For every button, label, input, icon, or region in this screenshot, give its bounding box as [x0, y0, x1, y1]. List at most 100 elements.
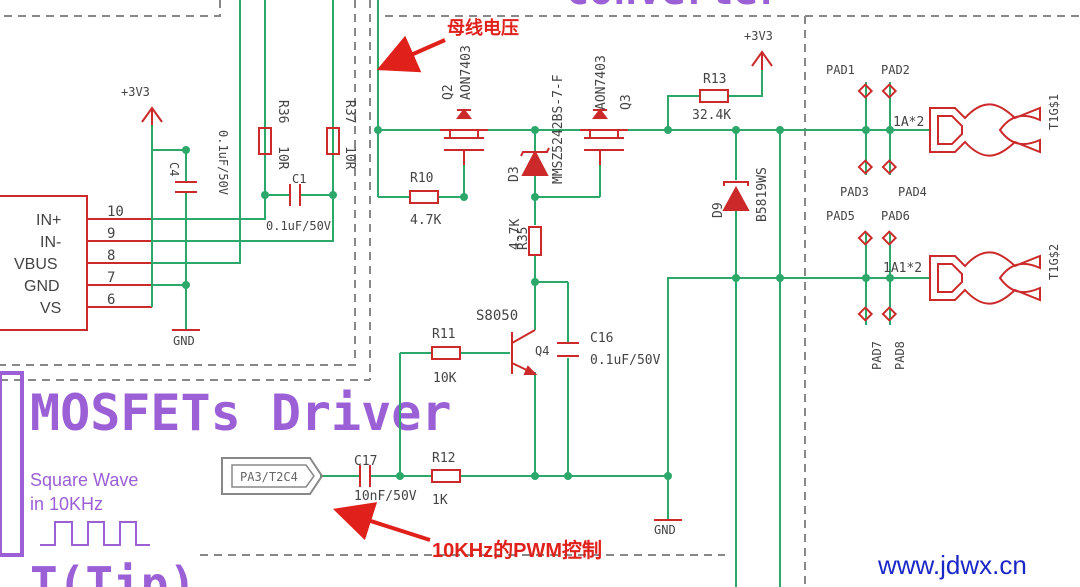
pin-num-10: 10 — [107, 204, 124, 220]
t2-net: 1A1*2 — [883, 261, 922, 276]
net-label-text: PA3/T2C4 — [240, 470, 298, 484]
c17-ref: C17 — [354, 454, 377, 469]
pad8-label: PAD8 — [893, 341, 907, 370]
pad6-label: PAD6 — [881, 209, 910, 223]
r35-ref: R35 — [516, 227, 531, 250]
q2-part: AON7403 — [459, 45, 474, 100]
resistor-r13 — [699, 89, 729, 103]
converter-title: Converter — [565, 0, 782, 14]
pin-name-in-minus: IN- — [40, 234, 61, 251]
r12-ref: R12 — [432, 451, 455, 466]
frame-left-box — [0, 0, 356, 366]
q4-part: S8050 — [476, 308, 518, 324]
terminal-clip-1 — [929, 103, 1041, 157]
driver-frame-bar — [0, 371, 24, 557]
pad1-label: PAD1 — [826, 63, 855, 77]
mosfet-q2 — [440, 108, 488, 165]
r11-value: 10K — [433, 371, 457, 386]
resistor-r37 — [326, 127, 340, 155]
r36-value: 10R — [275, 146, 290, 170]
pin-num-9: 9 — [107, 226, 115, 242]
pad2-label: PAD2 — [881, 63, 910, 77]
c16-ref: C16 — [590, 331, 613, 346]
resistor-r36 — [258, 127, 272, 155]
capacitor-c4 — [175, 181, 197, 193]
t1-net: 1A*2 — [893, 115, 924, 130]
power-3v3-left — [141, 106, 163, 125]
r10-value: 4.7K — [410, 213, 441, 228]
resistor-r35 — [528, 226, 542, 256]
resistor-r11 — [431, 346, 461, 360]
d9-ref: D9 — [711, 202, 726, 218]
schottky-d9 — [722, 181, 750, 211]
r10-ref: R10 — [410, 171, 433, 186]
capacitor-c1 — [289, 184, 301, 206]
pad4-label: PAD4 — [898, 185, 927, 199]
c1-value: 0.1uF/50V — [266, 219, 331, 233]
resistor-r10 — [409, 190, 439, 204]
d3-part: MMSZ5242BS-7-F — [551, 74, 566, 184]
c4-ref: C4 — [167, 162, 181, 176]
r37-ref: R37 — [342, 100, 357, 123]
pad5-label: PAD5 — [826, 209, 855, 223]
t1-ref: T1G$1 — [1047, 94, 1061, 130]
pin-name-vs: VS — [40, 300, 61, 317]
power-3v3-right — [751, 50, 773, 70]
connector: IN+ IN- VBUS GND VS 10 9 8 7 6 — [0, 195, 152, 331]
pad7-label: PAD7 — [870, 341, 884, 370]
capacitor-c16 — [557, 342, 579, 357]
mosfet-q3 — [580, 108, 628, 165]
frame-connector-box — [0, 0, 221, 17]
d3-ref: D3 — [507, 166, 522, 182]
c1-ref: C1 — [292, 172, 306, 186]
pad3-label: PAD3 — [840, 185, 869, 199]
pad-junctions — [862, 126, 894, 282]
square-wave-icon — [40, 521, 150, 546]
r36-ref: R36 — [275, 100, 290, 123]
pin-name-gnd: GND — [24, 278, 60, 295]
resistor-r12 — [431, 469, 461, 483]
zener-d3 — [520, 147, 550, 176]
bus-voltage-annotation: 母线电压 — [447, 17, 519, 38]
pin-num-7: 7 — [107, 270, 115, 286]
gnd-left-label: GND — [173, 334, 195, 348]
pin-num-6: 6 — [107, 292, 115, 308]
d9-part: B5819WS — [755, 167, 770, 222]
watermark: www.jdwx.cn — [877, 550, 1027, 580]
pwm-arrow — [332, 502, 431, 542]
tip-title: T(Tip) — [30, 557, 196, 587]
wires-left — [151, 0, 334, 330]
r13-ref: R13 — [703, 72, 726, 87]
pin-name-in-plus: IN+ — [36, 212, 61, 229]
q2-ref: Q2 — [441, 84, 456, 100]
pin-num-8: 8 — [107, 248, 115, 264]
capacitor-c17 — [359, 465, 371, 487]
terminal-clip-2 — [929, 251, 1041, 305]
c17-value: 10nF/50V — [354, 489, 417, 504]
driver-title: MOSFETs Driver — [30, 384, 451, 442]
r13-value: 32.4K — [692, 108, 731, 123]
square-wave-line1: Square Wave — [30, 470, 138, 490]
net-label-pa3: PA3/T2C4 — [221, 457, 324, 495]
t2-ref: T1G$2 — [1047, 244, 1061, 280]
c16-value: 0.1uF/50V — [590, 353, 661, 368]
square-wave-line2: in 10KHz — [30, 494, 103, 514]
bus-voltage-arrow — [376, 35, 446, 73]
q4-ref: Q4 — [535, 344, 549, 358]
r35-value: 4.7K — [508, 219, 523, 250]
r12-value: 1K — [432, 493, 448, 508]
junctions-left — [182, 146, 337, 289]
r11-ref: R11 — [432, 327, 455, 342]
q3-part: AON7403 — [594, 55, 609, 110]
r37-value: 10R — [342, 146, 357, 170]
power-3v3-right-label: +3V3 — [744, 29, 773, 43]
junctions-main — [374, 126, 784, 480]
q3-ref: Q3 — [619, 94, 634, 110]
wires-main — [320, 0, 885, 587]
pin-name-vbus: VBUS — [14, 256, 58, 273]
c4-value: 0.1uF/50V — [216, 130, 230, 195]
transistor-q4 — [511, 329, 538, 375]
